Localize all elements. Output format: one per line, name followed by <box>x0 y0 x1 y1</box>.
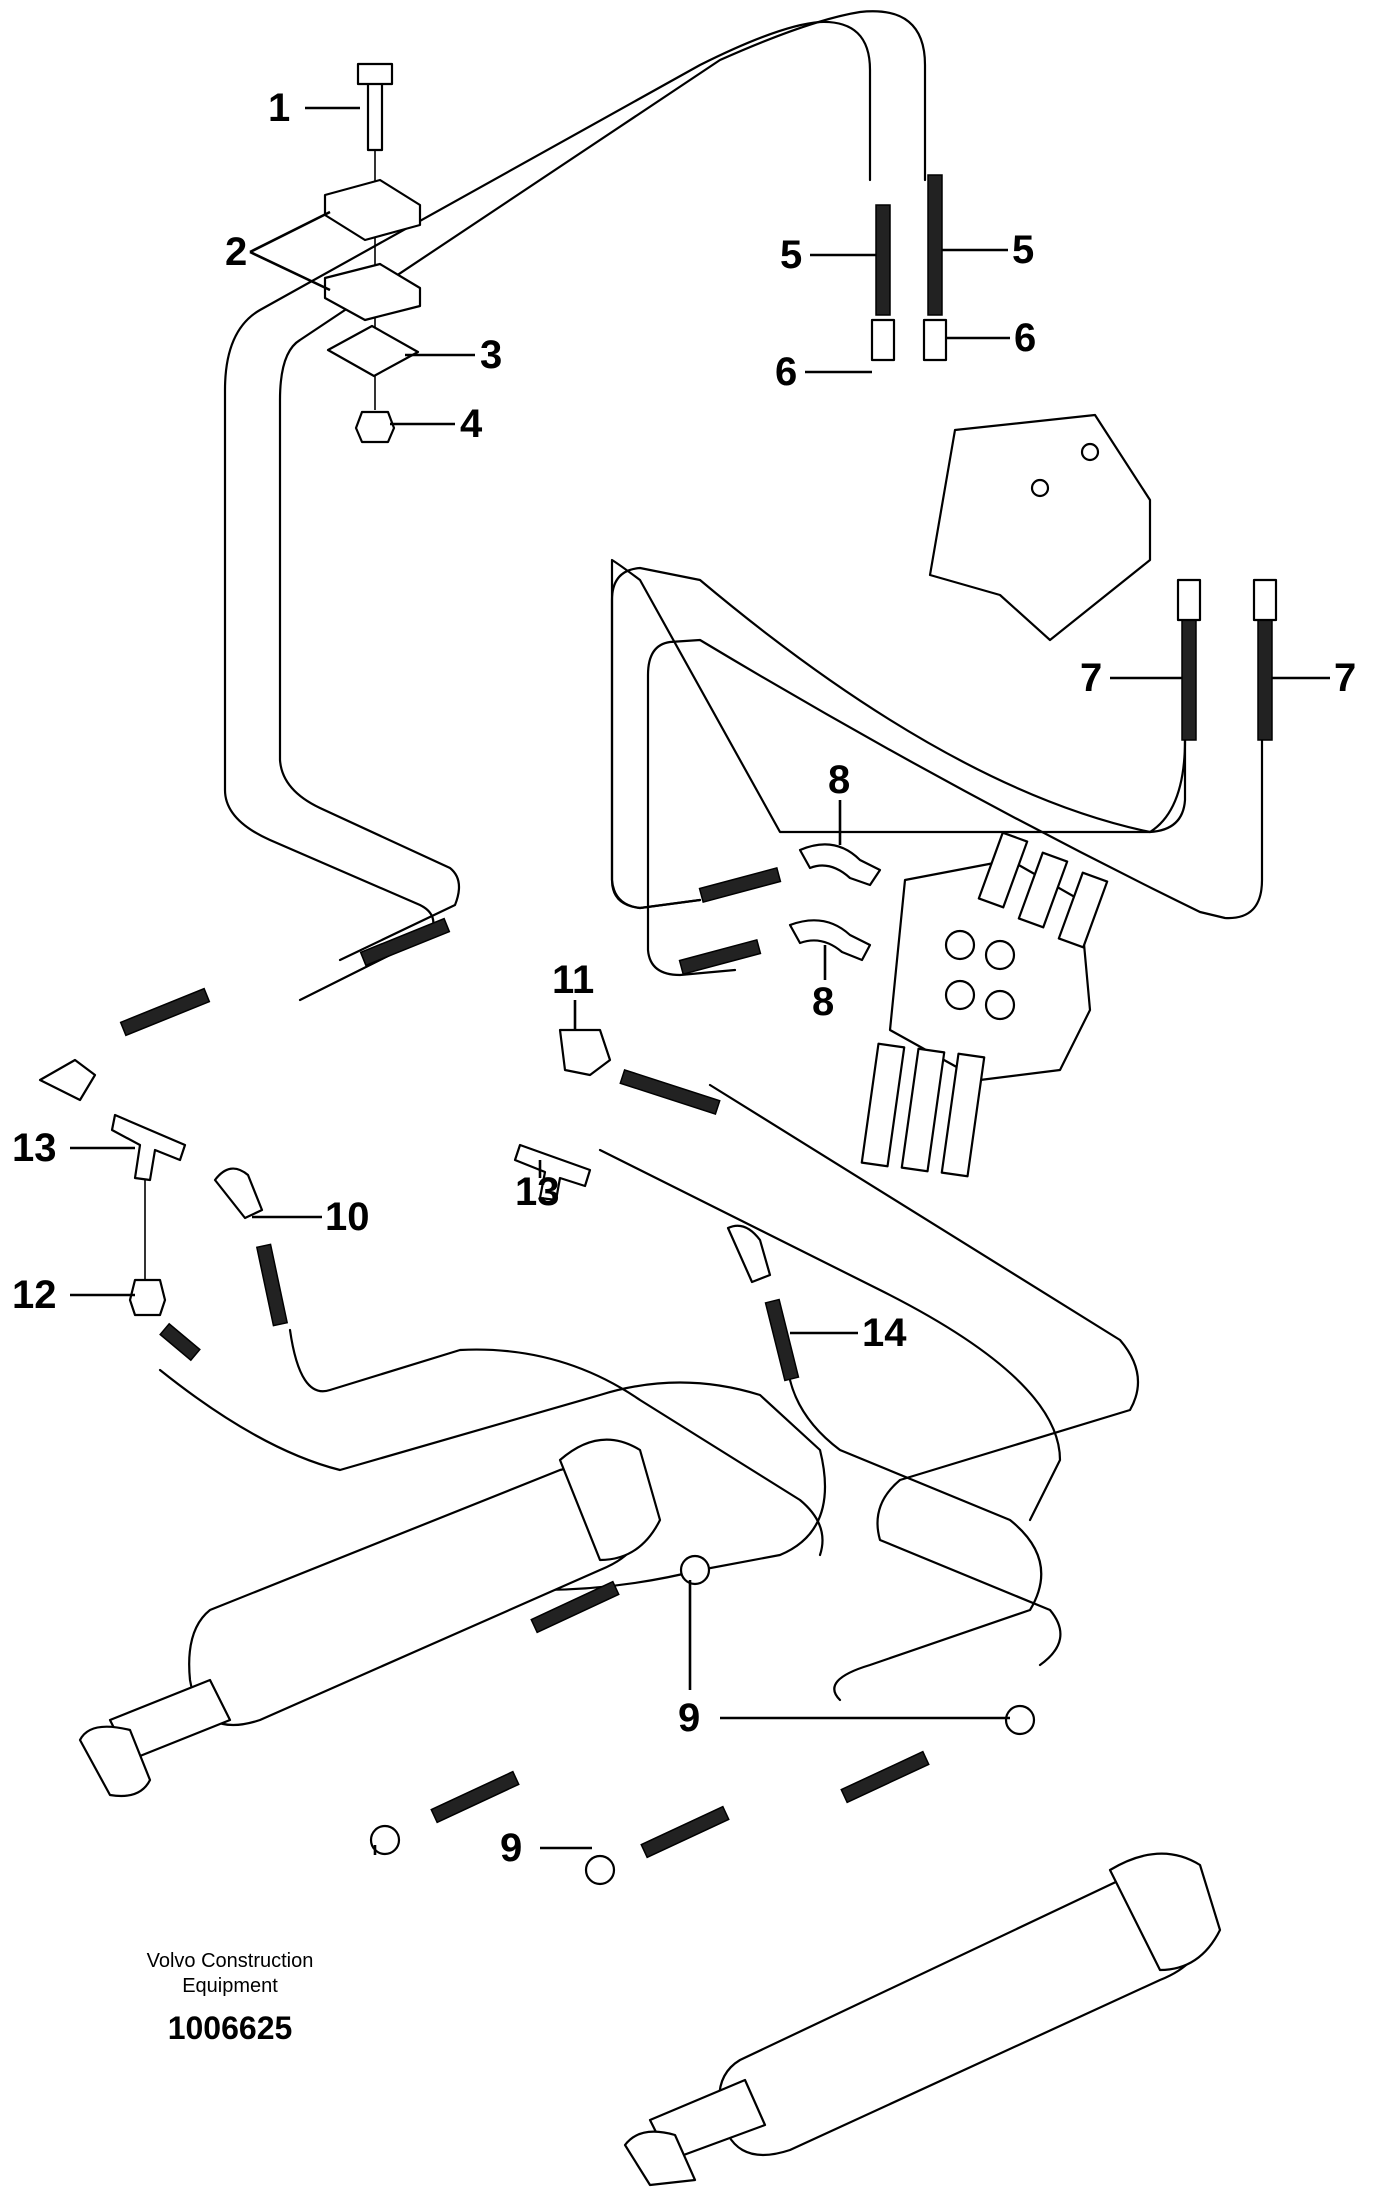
fitting-12 <box>128 1278 167 1317</box>
hose-left-mid <box>359 917 451 967</box>
valve-lever-3 <box>940 1052 986 1178</box>
callout-5-right: 5 <box>1012 228 1035 272</box>
hose-11 <box>619 1068 721 1116</box>
callout-11: 11 <box>552 958 595 1002</box>
callout-5-left: 5 <box>780 233 803 277</box>
nut <box>354 410 396 444</box>
callout-13-mid: 13 <box>515 1170 560 1214</box>
document-number: 1006625 <box>167 2010 293 2046</box>
hose-lower-4 <box>708 1083 1140 1667</box>
clamp-lower <box>323 262 422 322</box>
elbow-14 <box>726 1224 772 1284</box>
callout-7-right: 7 <box>1334 656 1357 700</box>
hose-12 <box>159 1322 201 1362</box>
callout-6-right: 6 <box>1014 316 1037 360</box>
hose-valve-loop-outer <box>610 558 1187 910</box>
callout-12: 12 <box>12 1273 57 1317</box>
callout-4: 4 <box>460 402 483 446</box>
brand-name-line-1: Volvo Construction <box>146 1950 314 1972</box>
clamp-upper <box>323 178 422 242</box>
callout-9-lower: 9 <box>500 1826 523 1870</box>
cylinder-1-barrel <box>188 1465 643 1727</box>
leader-2a <box>249 210 331 254</box>
brand-name-line-2: Equipment <box>182 1975 278 1997</box>
elbow-8-lower <box>788 919 872 962</box>
hose-lower-3 <box>788 1378 1043 1702</box>
elbow-11 <box>558 1028 612 1077</box>
hose-7-left <box>1181 619 1197 741</box>
plate <box>326 324 420 378</box>
callout-2: 2 <box>225 230 248 274</box>
valve-spool-1 <box>977 831 1029 909</box>
valve-spool-2 <box>1017 851 1069 929</box>
callout-8-lower: 8 <box>812 980 835 1024</box>
hose-9-3 <box>640 1805 730 1859</box>
fitting-6-left <box>870 318 896 362</box>
hose-9-4 <box>840 1750 930 1804</box>
valve-lever-2 <box>900 1047 946 1173</box>
hose-7-right <box>1257 619 1273 741</box>
fitting-7-right <box>1252 578 1278 622</box>
fitting-7-left <box>1176 578 1202 622</box>
hose-10 <box>255 1243 289 1327</box>
cylinder-2-barrel <box>718 1873 1203 2157</box>
fitting-9-c <box>369 1824 401 1856</box>
callout-7-left: 7 <box>1080 656 1103 700</box>
bolt-shank <box>366 78 384 152</box>
bracket-hole-2 <box>1030 478 1050 498</box>
valve-lever-1 <box>860 1042 906 1168</box>
callout-13-left: 13 <box>12 1126 57 1170</box>
fitting-9-a <box>679 1554 711 1586</box>
hose-left-upper <box>119 987 211 1037</box>
bracket-plate <box>928 413 1152 642</box>
fitting-9-d <box>584 1854 616 1886</box>
elbow-8-upper <box>798 843 882 887</box>
hose-lower-1 <box>158 1368 827 1592</box>
hose-lower-2 <box>288 1328 824 1557</box>
callout-14: 14 <box>862 1311 907 1355</box>
tee-13-left <box>110 1113 187 1182</box>
leader-2b <box>249 250 331 292</box>
fitting-6-right <box>922 318 948 362</box>
valve-port-4 <box>984 989 1016 1021</box>
callout-8-upper: 8 <box>828 758 851 802</box>
cylinder-2-head <box>1108 1852 1222 1972</box>
hose-8-upper <box>698 866 782 904</box>
hose-lower-5 <box>598 1148 1062 1522</box>
hose-8-lower <box>678 938 762 976</box>
hose-9-2 <box>430 1770 520 1824</box>
tee-13-mid <box>513 1143 592 1202</box>
callout-10: 10 <box>325 1195 370 1239</box>
hose-valve-loop-a <box>610 566 1187 910</box>
bracket-hole-1 <box>1080 442 1100 462</box>
valve-port-3 <box>944 979 976 1011</box>
elbow-10 <box>213 1167 264 1220</box>
callout-1: 1 <box>268 86 291 130</box>
bolt-head <box>356 62 394 86</box>
valve-port-1 <box>944 929 976 961</box>
hose-5-right <box>927 174 943 316</box>
hose-upper-outer <box>223 20 872 1002</box>
hose-14 <box>764 1298 800 1382</box>
fitting-9-b <box>1004 1704 1036 1736</box>
callout-9-upper: 9 <box>678 1696 701 1740</box>
cylinder-1-head <box>558 1438 662 1562</box>
hose-valve-loop-b <box>646 638 1264 977</box>
valve-port-2 <box>984 939 1016 971</box>
hose-5-left <box>875 204 891 316</box>
cylinder-1-eye <box>78 1725 152 1798</box>
callout-3: 3 <box>480 333 503 377</box>
valve-spool-3 <box>1057 871 1109 949</box>
elbow-left <box>38 1058 97 1102</box>
hose-9-1 <box>530 1580 620 1634</box>
cylinder-2-eye <box>623 2130 697 2187</box>
callout-6-left: 6 <box>775 350 798 394</box>
hose-upper-inner <box>278 10 927 962</box>
